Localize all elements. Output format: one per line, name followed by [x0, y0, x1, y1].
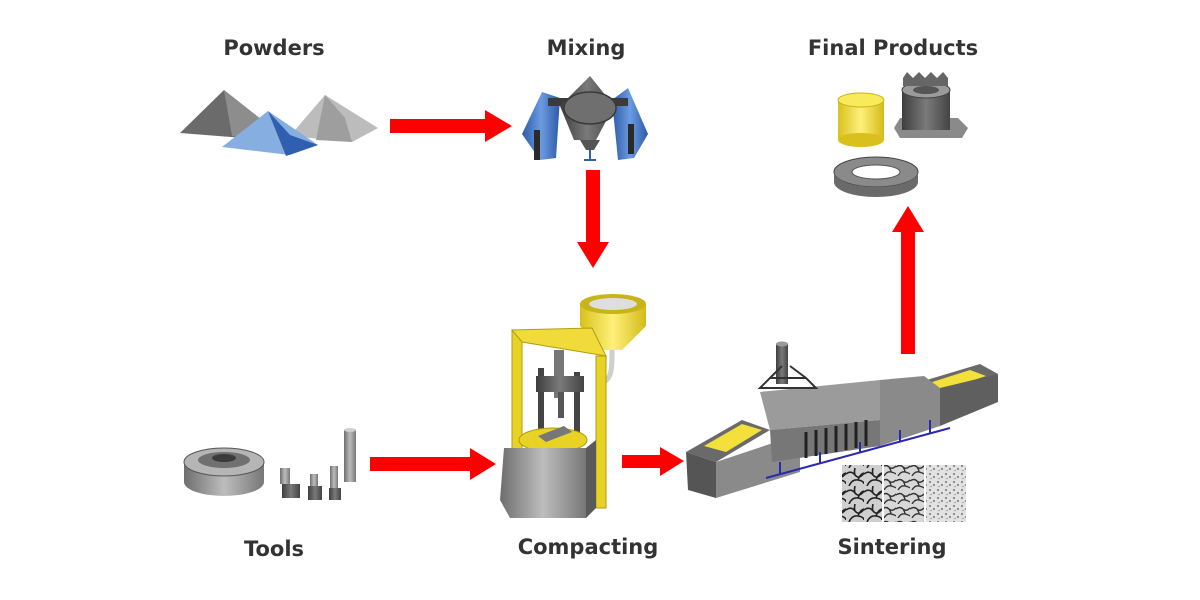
tools-illustration: [183, 428, 356, 500]
sintering-furnace-illustration: [686, 341, 998, 522]
compacting-press-illustration: [500, 294, 646, 518]
label-sintering: Sintering: [837, 535, 947, 559]
label-tools: Tools: [243, 537, 305, 561]
label-final-products: Final Products: [807, 36, 979, 60]
microstructure-fine: [926, 465, 966, 522]
label-compacting: Compacting: [517, 535, 659, 559]
label-mixing: Mixing: [546, 36, 626, 60]
powder-piles-illustration: [180, 90, 378, 156]
arrow-mixing-to-compacting: [577, 170, 609, 268]
arrow-tools-to-compacting: [370, 448, 496, 480]
final-products-illustration: [833, 72, 968, 197]
label-powders: Powders: [223, 36, 325, 60]
arrow-compacting-to-sintering: [622, 447, 684, 476]
microstructure-medium: [884, 465, 924, 522]
mixer-illustration: [522, 76, 648, 161]
arrow-powders-to-mixing: [390, 110, 512, 142]
microstructure-coarse: [842, 465, 882, 522]
arrow-sintering-to-final-products: [892, 206, 924, 354]
